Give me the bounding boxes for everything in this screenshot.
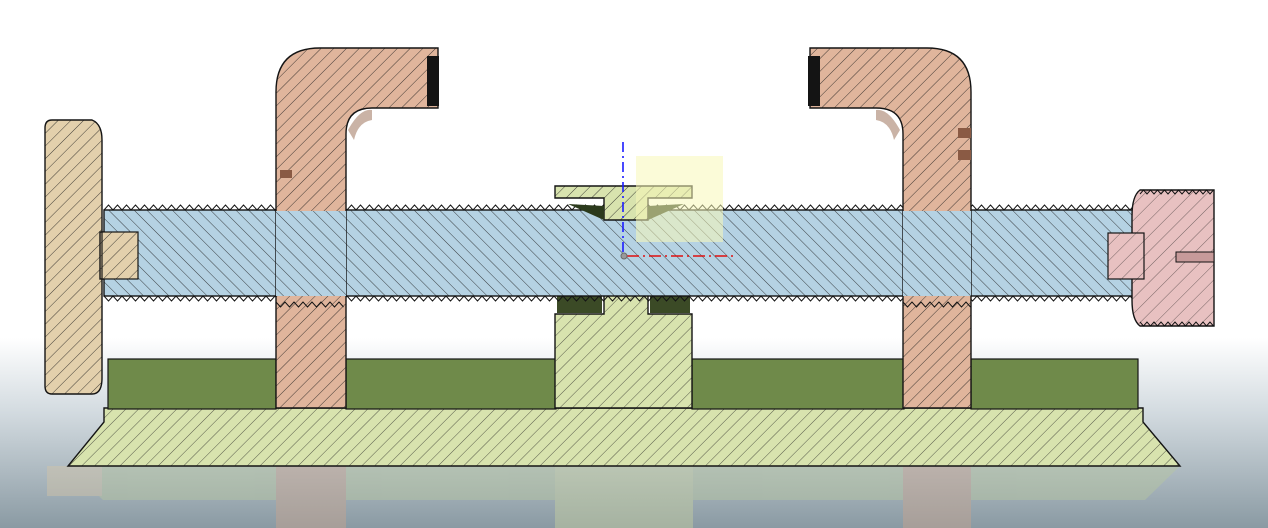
base-plate[interactable] [66,407,1182,467]
knurled-knob[interactable] [1107,189,1215,327]
right-jaw[interactable] [808,47,972,409]
origin-point[interactable] [620,252,628,260]
center-support-block[interactable] [554,294,693,409]
jaw-thread-rows [275,301,971,308]
knob-knurl-top [1139,189,1214,195]
floor-reflection [47,466,1180,528]
left-jaw[interactable] [275,47,439,409]
knob-knurl-bottom [1139,321,1214,327]
sketch-origin[interactable] [620,142,736,260]
sketch-plane-highlight [636,156,723,242]
